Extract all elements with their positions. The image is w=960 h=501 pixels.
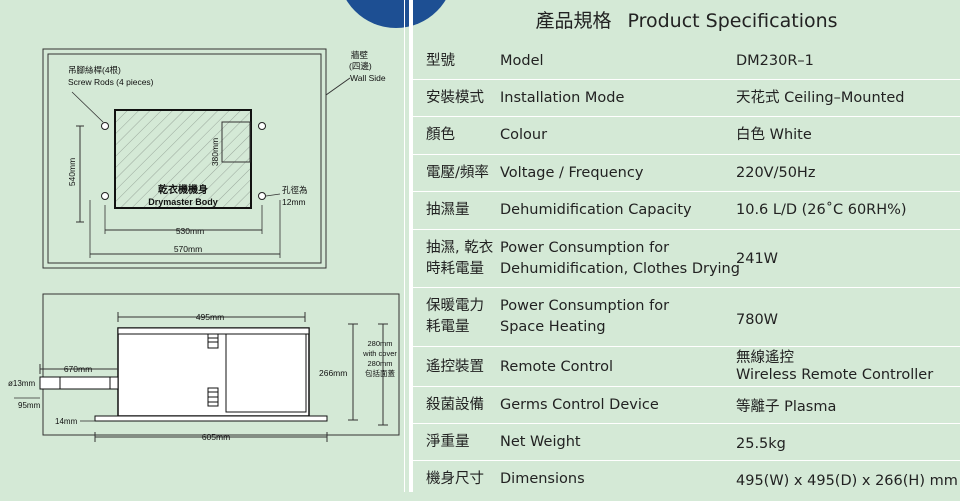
- spec-value: 780W: [736, 312, 779, 328]
- hole-label-mm: 12mm: [282, 197, 306, 207]
- dim-530: 530mm: [176, 226, 204, 236]
- spec-title: 產品規格 Product Specifications: [413, 6, 960, 33]
- hole-label-zh: 孔徑為: [282, 185, 308, 195]
- spec-row: 機身尺寸 Dimensions 495(W) x 495(D) x 266(H)…: [413, 461, 960, 501]
- screw-rods-label-zh: 吊腳絲桿(4根): [68, 65, 121, 75]
- body-label-en: Drymaster Body: [148, 197, 218, 207]
- spec-value: 10.6 L/D (26˚C 60RH%): [736, 202, 907, 218]
- wall-inner: [47, 53, 322, 264]
- spec-label-en: Germs Control Device: [500, 397, 659, 413]
- panel-divider: [409, 0, 413, 492]
- spec-value: 天花式 Ceiling–Mounted: [736, 90, 905, 106]
- dim-14: 14mm: [55, 417, 78, 426]
- spec-row: 淨重量 Net Weight 25.5kg: [413, 424, 960, 461]
- spec-label-zh-2: 時耗電量: [426, 261, 484, 277]
- side-view-frame: [42, 293, 400, 436]
- spec-label-en: Power Consumption for: [500, 240, 670, 256]
- spec-label-zh: 抽濕, 乾衣: [426, 240, 494, 256]
- spec-value: 白色 White: [736, 127, 812, 143]
- spec-label-en: Voltage / Frequency: [500, 165, 644, 181]
- screw-hole: [101, 122, 109, 130]
- spec-value: 等離子 Plasma: [736, 399, 837, 415]
- spec-row: 遙控裝置 Remote Control 無線遙控 Wireless Remote…: [413, 347, 960, 387]
- spec-row: 抽濕量 Dehumidification Capacity 10.6 L/D (…: [413, 192, 960, 230]
- dim-13: ø13mm: [8, 379, 35, 388]
- divider-line: [404, 0, 405, 492]
- spec-label-en: Dehumidification Capacity: [500, 202, 692, 218]
- spec-label-en: Dimensions: [500, 471, 585, 487]
- wall-label-zh-2: (四邊): [349, 61, 372, 71]
- dim-495: 495mm: [196, 312, 224, 322]
- screw-hole: [258, 122, 266, 130]
- dim-670: 670mm: [64, 364, 92, 374]
- spec-value: 495(W) x 495(D) x 266(H) mm: [736, 473, 958, 489]
- dim-95: 95mm: [18, 401, 41, 410]
- spec-row: 保暖電力 耗電量 Power Consumption for Space Hea…: [413, 288, 960, 347]
- spec-label-en: Net Weight: [500, 434, 581, 450]
- spec-title-en: Product Specifications: [627, 10, 838, 32]
- spec-label-zh: 抽濕量: [426, 202, 470, 218]
- spec-row: 電壓/頻率 Voltage / Frequency 220V/50Hz: [413, 155, 960, 192]
- spec-label-en: Power Consumption for: [500, 298, 670, 314]
- dim-380: 380mm: [210, 138, 220, 166]
- screw-hole: [101, 192, 109, 200]
- spec-value-2: Wireless Remote Controller: [736, 367, 934, 383]
- cover-label-2: with cover: [362, 349, 397, 358]
- cover-label-4: 包括面蓋: [365, 368, 395, 378]
- spec-label-zh: 保暖電力: [426, 298, 484, 314]
- body-label-zh: 乾衣機機身: [158, 183, 208, 196]
- spec-value: 220V/50Hz: [736, 165, 816, 181]
- dim-266: 266mm: [319, 368, 347, 378]
- cover-label-1: 280mm: [367, 339, 392, 348]
- spec-label-zh: 淨重量: [426, 434, 470, 450]
- spec-label-zh: 殺菌設備: [426, 397, 484, 413]
- spec-row: 殺菌設備 Germs Control Device 等離子 Plasma: [413, 387, 960, 424]
- wall-label-en: Wall Side: [350, 73, 386, 83]
- pipe: [39, 376, 119, 390]
- dim-605: 605mm: [202, 432, 230, 442]
- wall-outer: [42, 48, 327, 269]
- spec-label-zh-2: 耗電量: [426, 319, 470, 335]
- spec-label-zh: 安裝模式: [426, 90, 484, 106]
- spec-row: 顏色 Colour 白色 White: [413, 117, 960, 155]
- spec-label-zh: 機身尺寸: [426, 471, 484, 487]
- screw-hole: [258, 192, 266, 200]
- cover-label-3: 280mm: [367, 359, 392, 368]
- installation-diagram: 吊腳絲桿(4根) Screw Rods (4 pieces) 牆壁 (四邊) W…: [8, 48, 400, 442]
- spec-label-en: Installation Mode: [500, 90, 625, 106]
- spec-table: 型號 Model DM230R–1 安裝模式 Installation Mode…: [413, 42, 960, 501]
- spec-label-zh: 型號: [426, 53, 455, 69]
- screw-rods-label-en: Screw Rods (4 pieces): [68, 77, 154, 87]
- spec-row: 型號 Model DM230R–1: [413, 42, 960, 80]
- spec-label-en: Model: [500, 53, 544, 69]
- spec-value: 無線遙控: [736, 350, 794, 366]
- spec-label-en: Colour: [500, 127, 548, 143]
- spec-value: 25.5kg: [736, 436, 786, 452]
- spec-value: DM230R–1: [736, 53, 814, 69]
- spec-label-zh: 遙控裝置: [426, 359, 484, 375]
- side-body: [117, 327, 310, 417]
- spec-label-zh: 顏色: [426, 127, 455, 143]
- spec-label-en: Remote Control: [500, 359, 613, 375]
- spec-row: 抽濕, 乾衣 時耗電量 Power Consumption for Dehumi…: [413, 230, 960, 288]
- dim-540: 540mm: [67, 158, 77, 186]
- spec-value: 241W: [736, 251, 779, 267]
- spec-row: 安裝模式 Installation Mode 天花式 Ceiling–Mount…: [413, 80, 960, 117]
- spec-label-zh: 電壓/頻率: [426, 165, 489, 181]
- dim-570: 570mm: [174, 244, 202, 254]
- wall-label-zh: 牆壁: [351, 50, 369, 60]
- drymaster-body-outline: [114, 109, 252, 209]
- spec-label-en-2: Dehumidification, Clothes Drying: [500, 261, 740, 277]
- spec-label-en-2: Space Heating: [500, 319, 606, 335]
- spec-title-zh: 產品規格: [535, 10, 612, 32]
